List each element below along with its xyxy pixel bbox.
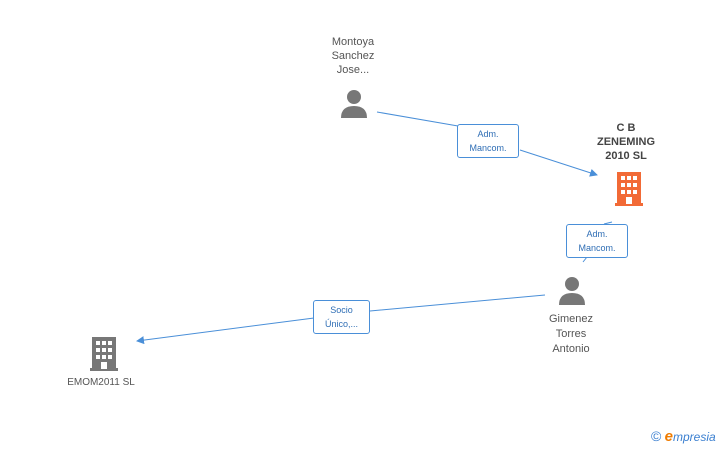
logo-e: e xyxy=(664,428,674,445)
node-label-emom[interactable]: EMOM2011 SL xyxy=(51,376,151,390)
node-label-line: Sanchez xyxy=(331,50,375,62)
node-label-montoya[interactable]: Montoya Sanchez Jose... xyxy=(313,35,393,77)
node-label-cb[interactable]: C B ZENEMING 2010 SL xyxy=(586,121,666,163)
edge-montoya-to-cb xyxy=(376,111,597,175)
edge-label-gimenez-cb[interactable]: Adm. Mancom. xyxy=(566,224,628,258)
empresia-logo: © empresia xyxy=(651,428,716,445)
edge-label-gimenez-emom[interactable]: Socio Único,... xyxy=(313,300,370,334)
node-label-line: C B xyxy=(616,122,636,134)
edge-label-line: Mancom. xyxy=(469,143,507,153)
node-label-line: Montoya xyxy=(331,36,375,48)
person-icon[interactable] xyxy=(557,275,587,305)
node-label-line: Antonio xyxy=(552,343,590,355)
edge-label-line: Adm. xyxy=(586,229,608,239)
node-label-line: Torres xyxy=(555,328,587,340)
edge-label-montoya-cb[interactable]: Adm. Mancom. xyxy=(457,124,519,158)
node-label-line: 2010 SL xyxy=(605,150,647,162)
logo-text: mpresia xyxy=(673,430,716,444)
edge-label-line: Único,... xyxy=(324,319,358,329)
building-icon[interactable] xyxy=(613,170,645,206)
node-label-gimenez[interactable]: Gimenez Torres Antonio xyxy=(531,312,611,357)
edge-label-line: Mancom. xyxy=(578,243,616,253)
node-label-line: Jose... xyxy=(336,64,370,76)
building-icon[interactable] xyxy=(88,335,120,371)
node-label-line: EMOM2011 SL xyxy=(67,377,135,388)
node-label-line: ZENEMING xyxy=(596,136,656,148)
edge-label-line: Socio xyxy=(330,305,353,315)
node-label-line: Gimenez xyxy=(548,313,594,325)
edge-label-line: Adm. xyxy=(477,129,499,139)
edge-gimenez-to-emom xyxy=(137,294,546,341)
copyright-symbol: © xyxy=(651,428,662,444)
person-icon[interactable] xyxy=(339,88,369,118)
